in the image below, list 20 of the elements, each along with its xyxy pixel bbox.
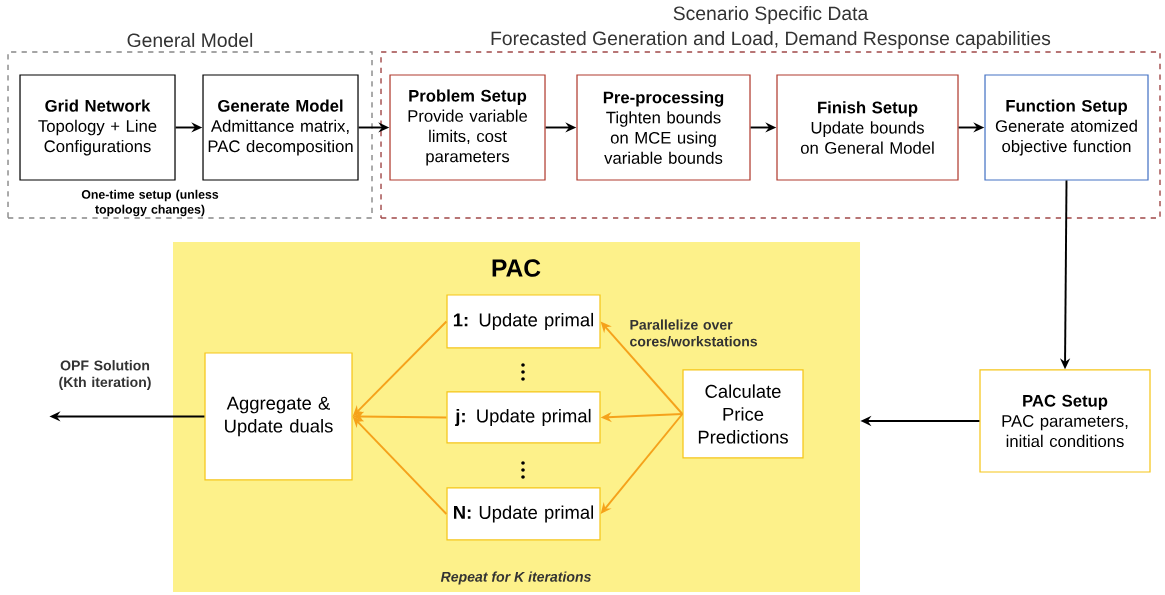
process-box: 1: Update primal: [446, 294, 601, 349]
process-box: Grid Network Topology + Line Configurations: [19, 74, 176, 181]
group-title: General Model: [127, 32, 253, 48]
process-box: j: Update primal: [446, 391, 601, 444]
process-box: Problem Setup Provide variable limits, cost parameters: [389, 74, 546, 181]
process-box: Generate Model Admittance matrix, PAC decomposition: [202, 74, 359, 181]
band-title: PAC: [492, 259, 541, 277]
process-box: Aggregate & Update duals: [204, 352, 353, 481]
process-box: Pre-processing Tighten bounds on MCE using variable bounds: [576, 74, 751, 181]
process-box: PAC Setup PAC parameters, initial conditions: [979, 369, 1151, 473]
process-box: N: Update primal: [446, 487, 601, 541]
process-box: Function Setup Generate atomized objective function: [984, 74, 1149, 181]
group-title: Scenario Specific Data: [673, 6, 869, 24]
note: Parallelize over cores/workstations: [630, 319, 758, 347]
note: Repeat for K iterations: [440, 571, 591, 585]
process-box: Finish Setup Update bounds on General Model: [776, 74, 959, 181]
edge-label: OPF Solution (Kth iteration): [48, 358, 162, 392]
process-box: Calculate Price Predictions: [682, 369, 804, 459]
note: One-time setup (unless topology changes): [81, 189, 219, 217]
group-title: Forecasted Generation and Load, Demand Response capabilities: [491, 31, 1051, 49]
